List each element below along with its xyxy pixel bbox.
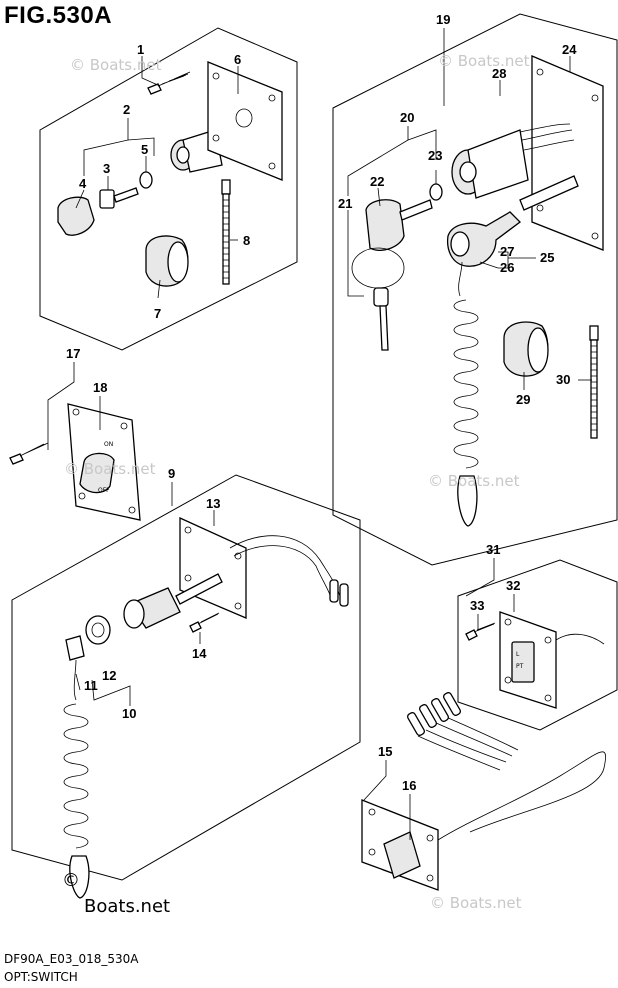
watermark-copyright-icon: ©	[62, 870, 80, 891]
leader-lines	[47, 28, 592, 840]
callout-8: 8	[243, 233, 250, 248]
switch-off-mark: OFF	[98, 487, 110, 494]
callout-30: 30	[556, 372, 570, 387]
callout-24: 24	[562, 42, 577, 57]
callouts: 1 2 3 4 5 6 7 8 9 10 11 12 13 14 15 16 1…	[66, 12, 577, 793]
plate-24-icon	[531, 55, 604, 251]
callout-1: 1	[137, 42, 144, 57]
callout-12: 12	[102, 668, 116, 683]
callout-9: 9	[168, 466, 175, 481]
stop-switch-25-icon	[446, 211, 521, 527]
callout-20: 20	[400, 110, 414, 125]
stop-switch-10-icon	[85, 573, 223, 645]
callout-7: 7	[154, 306, 161, 321]
cap-7-icon	[145, 235, 189, 287]
cable-tie-30-icon	[589, 325, 599, 439]
callout-23: 23	[428, 148, 442, 163]
callout-29: 29	[516, 392, 530, 407]
screw-17-icon	[9, 442, 49, 465]
callout-11: 11	[84, 678, 98, 693]
group-frame-1	[39, 27, 298, 351]
callout-28: 28	[492, 66, 506, 81]
callout-31: 31	[486, 542, 500, 557]
callout-10: 10	[122, 706, 136, 721]
footer-code: DF90A_E03_018_530A	[4, 952, 139, 966]
cover-4-icon	[57, 196, 95, 236]
key-22-icon	[351, 199, 433, 351]
callout-21: 21	[338, 196, 352, 211]
switch-on-mark: ON	[104, 441, 113, 448]
callout-15: 15	[378, 744, 392, 759]
screw-14-icon	[189, 612, 220, 633]
footer-name: OPT:SWITCH	[4, 970, 78, 984]
callout-27: 27	[500, 244, 514, 259]
screw-1-icon	[147, 71, 191, 95]
watermark-text: © Boats.net	[438, 52, 530, 70]
watermark-text: © Boats.net	[64, 460, 156, 478]
callout-22: 22	[370, 174, 384, 189]
switch-panel-18-icon: ON OFF	[67, 403, 141, 521]
callout-13: 13	[206, 496, 220, 511]
switch-16-icon	[361, 692, 606, 891]
nut-23-icon	[429, 183, 443, 201]
callout-6: 6	[234, 52, 241, 67]
group-frame-31	[457, 559, 618, 731]
callout-5: 5	[141, 142, 148, 157]
callout-2: 2	[123, 102, 130, 117]
callout-18: 18	[93, 380, 107, 395]
key-3-icon	[99, 187, 139, 209]
callout-25: 25	[540, 250, 554, 265]
cap-29-icon	[503, 321, 549, 377]
watermark-text: © Boats.net	[430, 894, 522, 912]
group-frame-9	[11, 474, 361, 881]
cable-tie-8-icon	[221, 179, 231, 285]
callout-16: 16	[402, 778, 416, 793]
plate-13-icon	[179, 516, 349, 619]
callout-17: 17	[66, 346, 80, 361]
callout-4: 4	[79, 176, 87, 191]
callout-33: 33	[470, 598, 484, 613]
group-frame-19	[332, 13, 618, 566]
watermarks: © Boats.net © Boats.net © Boats.net © Bo…	[62, 52, 530, 917]
switch-32-icon: L PT	[499, 611, 605, 709]
watermark-brand: Boats.net	[84, 896, 170, 917]
callout-14: 14	[192, 646, 207, 661]
key-switch-20-icon	[451, 123, 579, 211]
callout-19: 19	[436, 12, 450, 27]
switch-pt-mark: PT	[516, 663, 524, 670]
watermark-text: © Boats.net	[428, 472, 520, 490]
callout-3: 3	[103, 161, 110, 176]
callout-26: 26	[500, 260, 514, 275]
callout-32: 32	[506, 578, 520, 593]
screw-33-icon	[465, 622, 496, 641]
switch-l-mark: L	[516, 651, 520, 658]
watermark-text: © Boats.net	[70, 56, 162, 74]
figure-title: FIG.530A	[4, 2, 113, 29]
lanyard-11-icon	[63, 635, 90, 899]
plate-6-icon	[207, 61, 283, 181]
nut-5-icon	[139, 171, 153, 189]
